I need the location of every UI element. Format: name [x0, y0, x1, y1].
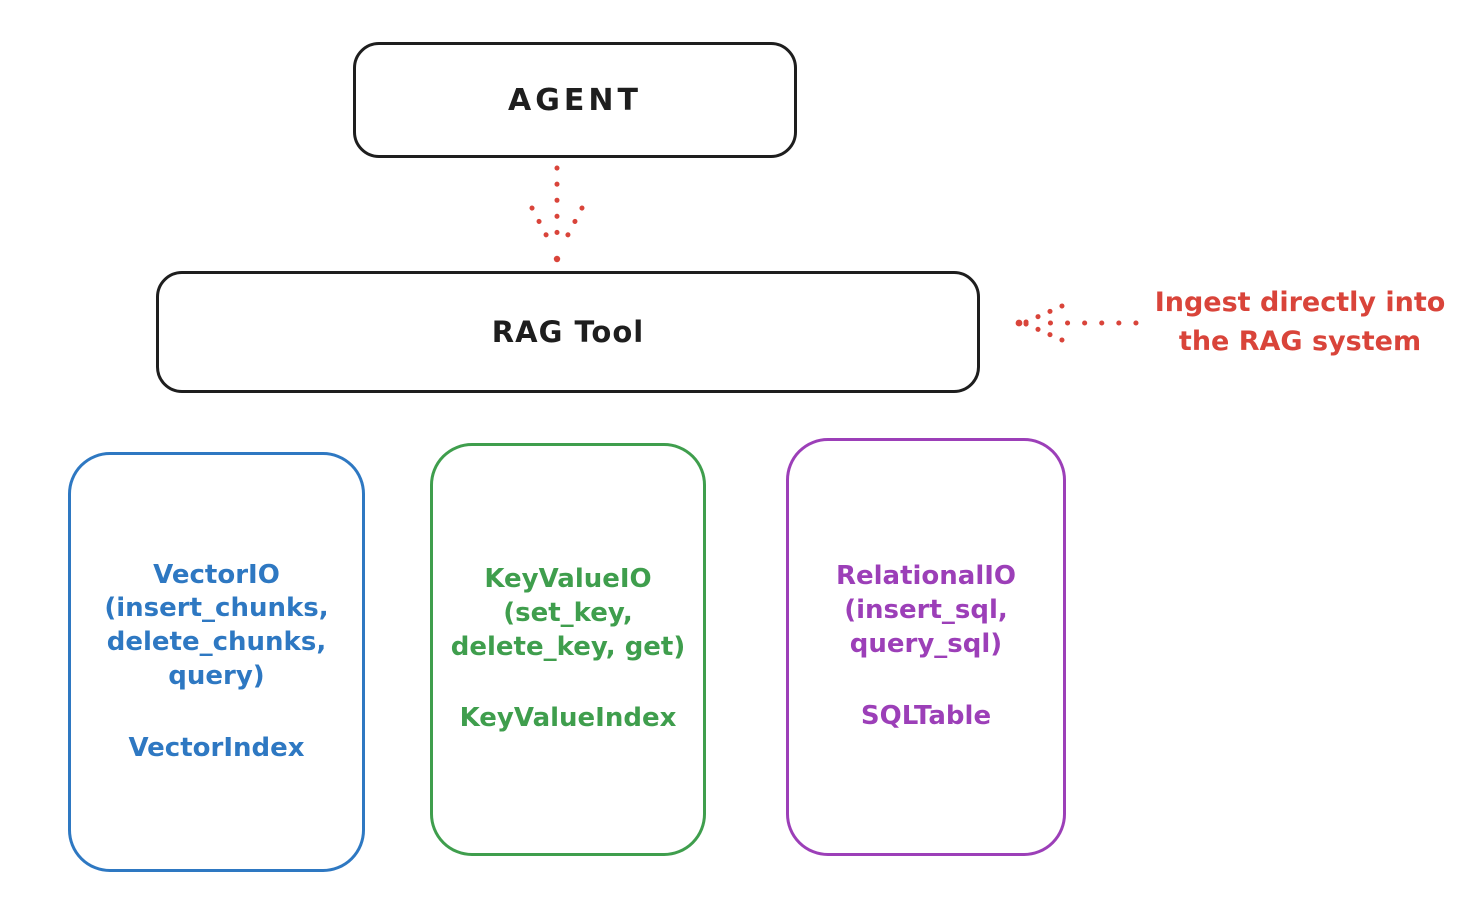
node-text-line: RelationalIO [835, 561, 1017, 592]
node-text-line: (set_key, [503, 597, 633, 628]
agent-label: AGENT [508, 82, 642, 118]
annotation-line-2: the RAG system [1178, 326, 1422, 358]
node-text-line: VectorIO [153, 559, 280, 590]
annotation-to-rag-arrow [1015, 303, 1139, 343]
node-text-line: KeyValueIO [484, 563, 652, 594]
node-text-line: (insert_chunks, [104, 593, 329, 624]
relational-io-node: RelationalIO (insert_sql, query_sql) SQL… [786, 438, 1066, 856]
keyvalue-io-node: KeyValueIO (set_key, delete_key, get) Ke… [430, 443, 706, 856]
node-text-line: delete_key, get) [450, 631, 686, 662]
rag-tool-label: RAG Tool [491, 315, 645, 349]
node-text-line: delete_chunks, [106, 627, 327, 658]
node-text-line: (insert_sql, [844, 595, 1008, 626]
agent-node: AGENT [353, 42, 797, 158]
vector-io-node: VectorIO (insert_chunks, delete_chunks, … [68, 452, 365, 872]
annotation-line-1: Ingest directly into [1154, 287, 1446, 318]
node-text-line: query) [168, 660, 265, 691]
vector-index-label: VectorIndex [128, 732, 305, 763]
keyvalue-index-label: KeyValueIndex [459, 703, 677, 734]
node-text-line: query_sql) [849, 629, 1003, 659]
sql-table-label: SQLTable [860, 700, 992, 731]
agent-to-rag-arrow [529, 165, 585, 263]
annotation-text: Ingest directly into the RAG system [1120, 283, 1480, 361]
rag-tool-node: RAG Tool [156, 271, 980, 393]
